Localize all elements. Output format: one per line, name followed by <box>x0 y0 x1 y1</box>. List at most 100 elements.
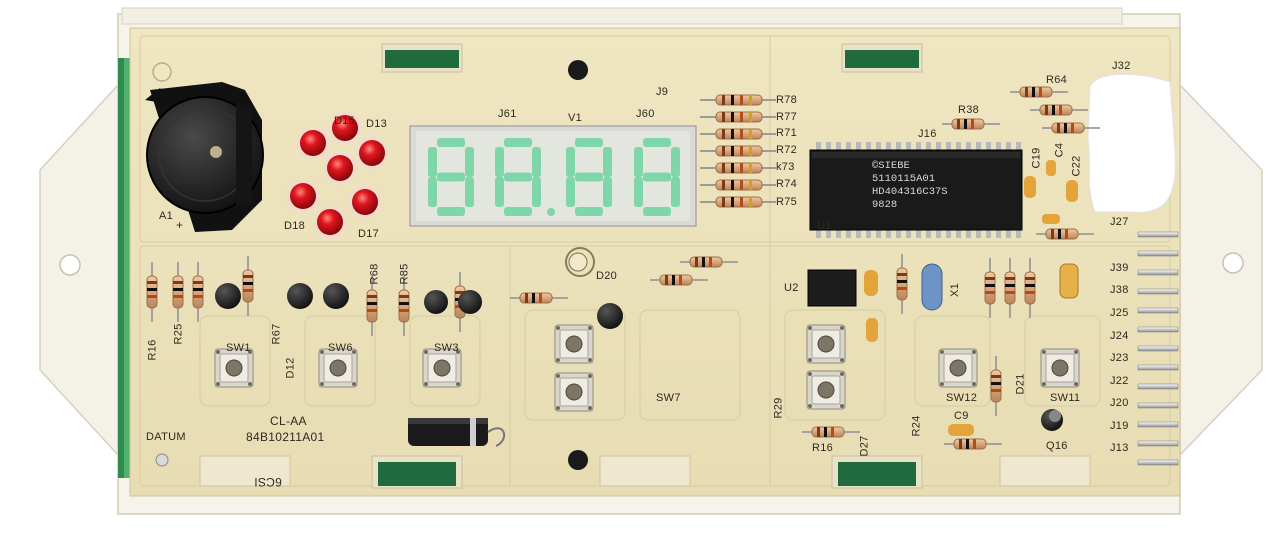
label-d13: D13 <box>366 118 388 130</box>
label-r64: R64 <box>1046 74 1068 86</box>
tactile-switch <box>1040 348 1080 388</box>
blue-capacitor <box>921 263 943 311</box>
label-j22: J22 <box>1110 375 1129 387</box>
label-j20: J20 <box>1110 397 1129 409</box>
segment <box>437 138 465 147</box>
segment <box>671 147 680 177</box>
tactile-switch <box>806 370 846 410</box>
segment <box>465 177 474 207</box>
segment <box>532 147 541 177</box>
label-sw6: SW6 <box>328 342 353 354</box>
label-j32: J32 <box>1112 60 1131 72</box>
label-j19: J19 <box>1110 420 1129 432</box>
label-r67: R67 <box>270 323 283 345</box>
label-d21: D21 <box>1014 373 1027 395</box>
segment <box>495 177 504 207</box>
label-u2: U2 <box>784 282 799 294</box>
label-r72: R72 <box>776 144 798 156</box>
label-j61: J61 <box>498 108 517 120</box>
label-sw1: SW1 <box>226 342 251 354</box>
display-digit <box>495 138 555 216</box>
tactile-switch <box>554 324 594 364</box>
segment <box>643 207 671 216</box>
label-d27: D27 <box>858 435 871 457</box>
label-c22: C22 <box>1070 155 1083 177</box>
segment <box>566 177 575 207</box>
segment <box>634 177 643 207</box>
segment <box>532 177 541 207</box>
glue-blob <box>1087 73 1176 213</box>
label-chip-ref: U1 <box>817 220 832 232</box>
label-d20: D20 <box>596 270 618 282</box>
segment <box>575 172 603 182</box>
label-r29: R29 <box>772 397 785 419</box>
segment <box>671 177 680 207</box>
segment <box>575 207 603 216</box>
label-j27: J27 <box>1110 216 1129 228</box>
label-r38: R38 <box>958 104 980 116</box>
microcontroller-chip <box>809 142 1023 238</box>
tactile-switch <box>422 348 462 388</box>
label-r71: R71 <box>776 127 798 139</box>
label-r24: R24 <box>910 415 923 437</box>
display-digit <box>428 138 474 216</box>
label-j25: J25 <box>1110 307 1129 319</box>
datum-label: DATUM <box>146 431 186 443</box>
label-r74: R74 <box>776 178 798 190</box>
label-j13: J13 <box>1110 442 1129 454</box>
label-j39: J39 <box>1110 262 1129 274</box>
tactile-switches <box>214 324 1080 412</box>
tactile-switch <box>554 372 594 412</box>
segment <box>643 172 671 182</box>
label-buzzer-plus: + <box>176 218 184 232</box>
label-d18: D18 <box>284 220 306 232</box>
chip-marking-line-2: 5110115A01 <box>872 173 936 185</box>
label-r77: R77 <box>776 111 798 123</box>
segment <box>504 207 532 216</box>
electrolytic-capacitor <box>408 418 506 447</box>
red-led-cluster <box>286 111 389 239</box>
segment <box>634 147 643 177</box>
label-q16: Q16 <box>1046 440 1068 452</box>
label-display-ref: V1 <box>568 112 583 124</box>
label-k73: k73 <box>776 161 795 173</box>
label-r16: R16 <box>146 339 159 361</box>
label-sw7: SW7 <box>656 392 681 404</box>
label-d15: D15 <box>334 115 356 127</box>
label-j38: J38 <box>1110 284 1129 296</box>
segment <box>495 147 504 177</box>
board-variant: CL-AA <box>270 414 307 428</box>
label-r25: R25 <box>172 323 185 345</box>
label-c9: C9 <box>954 410 969 422</box>
label-j60: J60 <box>636 108 655 120</box>
segment <box>504 172 532 182</box>
label-r68: R68 <box>368 263 381 285</box>
label-d17: D17 <box>358 228 380 240</box>
label-j16: J16 <box>918 128 937 140</box>
label-x1: X1 <box>949 282 962 298</box>
buzzer <box>145 82 264 232</box>
label-d12: D12 <box>284 357 297 379</box>
label-c4: C4 <box>1053 142 1066 158</box>
label-r16b: R16 <box>812 442 834 454</box>
chip-marking-line-1: ©SIEBE <box>872 160 910 172</box>
label-r75: R75 <box>776 196 798 208</box>
tactile-switch <box>938 348 978 388</box>
segment <box>575 138 603 147</box>
seven-segment-display <box>409 125 697 227</box>
segment <box>465 147 474 177</box>
label-j9: J9 <box>656 86 669 98</box>
label-r78: R78 <box>776 94 798 106</box>
label-buzzer-ref: A1 <box>159 210 174 222</box>
display-digit <box>634 138 680 216</box>
edge-connector-pins <box>1137 231 1179 466</box>
label-c19: C19 <box>1030 147 1043 169</box>
chip-marking-line-4: 9828 <box>872 199 898 211</box>
date-code: 6CSI <box>254 475 282 489</box>
pcb-board <box>129 27 1181 497</box>
tactile-switch <box>214 348 254 388</box>
display-digit <box>566 138 612 216</box>
